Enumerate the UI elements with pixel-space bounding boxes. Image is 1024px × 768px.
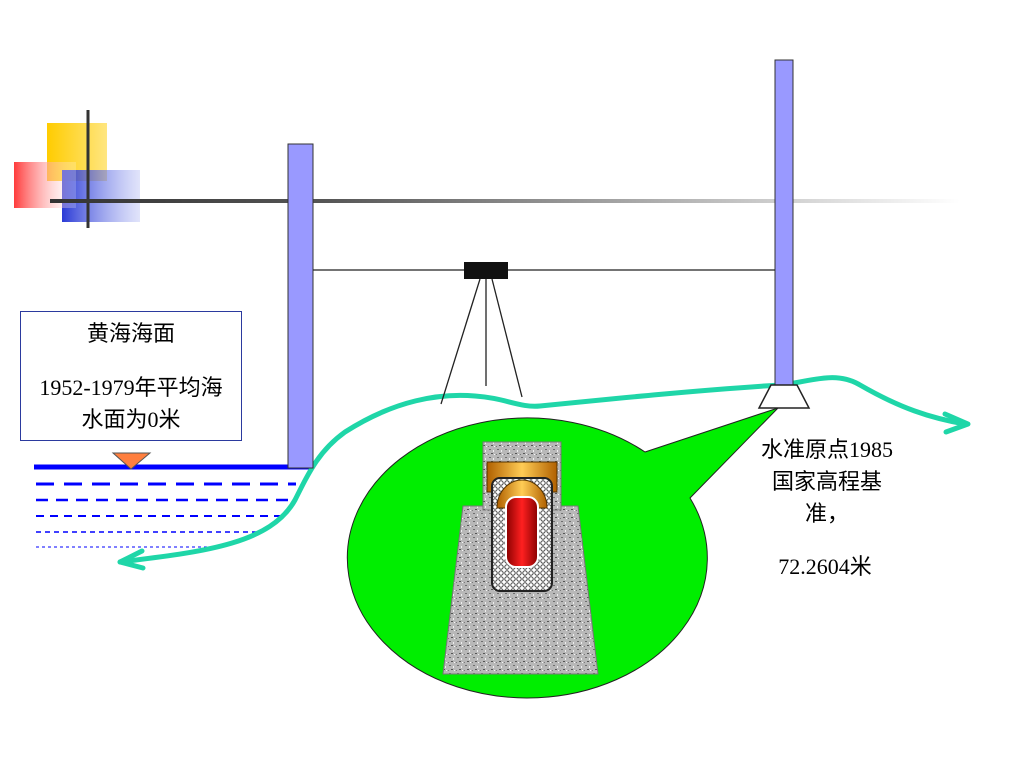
leveling-origin-label: 水准原点1985国家高程基准， <box>760 437 893 526</box>
ground-arrow-left <box>117 548 146 571</box>
ground-arrow-right <box>942 411 971 435</box>
level-instrument-head <box>464 262 508 279</box>
sea-level-label-box: 黄海海面 1952-1979年平均海水面为0米 <box>20 311 242 441</box>
left-leveling-rod <box>287 143 314 469</box>
sea-level-description: 1952-1979年平均海水面为0米 <box>39 375 223 432</box>
ground-profile <box>117 375 971 571</box>
sea-water <box>34 464 313 548</box>
leveling-origin-value: 72.2604米 <box>778 554 872 579</box>
horizontal-guide-line <box>50 199 960 203</box>
benchmark-cross-section <box>442 441 599 675</box>
level-instrument <box>440 262 523 405</box>
sea-level-title: 黄海海面 <box>86 321 175 346</box>
benchmark-base <box>757 384 811 409</box>
tripod-leg-left <box>440 278 481 405</box>
decorative-logo <box>14 110 140 228</box>
tripod-leg-right <box>491 278 523 398</box>
sea-level-marker-icon <box>111 452 152 470</box>
right-leveling-rod <box>774 59 794 386</box>
benchmark-core <box>505 496 539 568</box>
ground-line <box>117 375 968 565</box>
